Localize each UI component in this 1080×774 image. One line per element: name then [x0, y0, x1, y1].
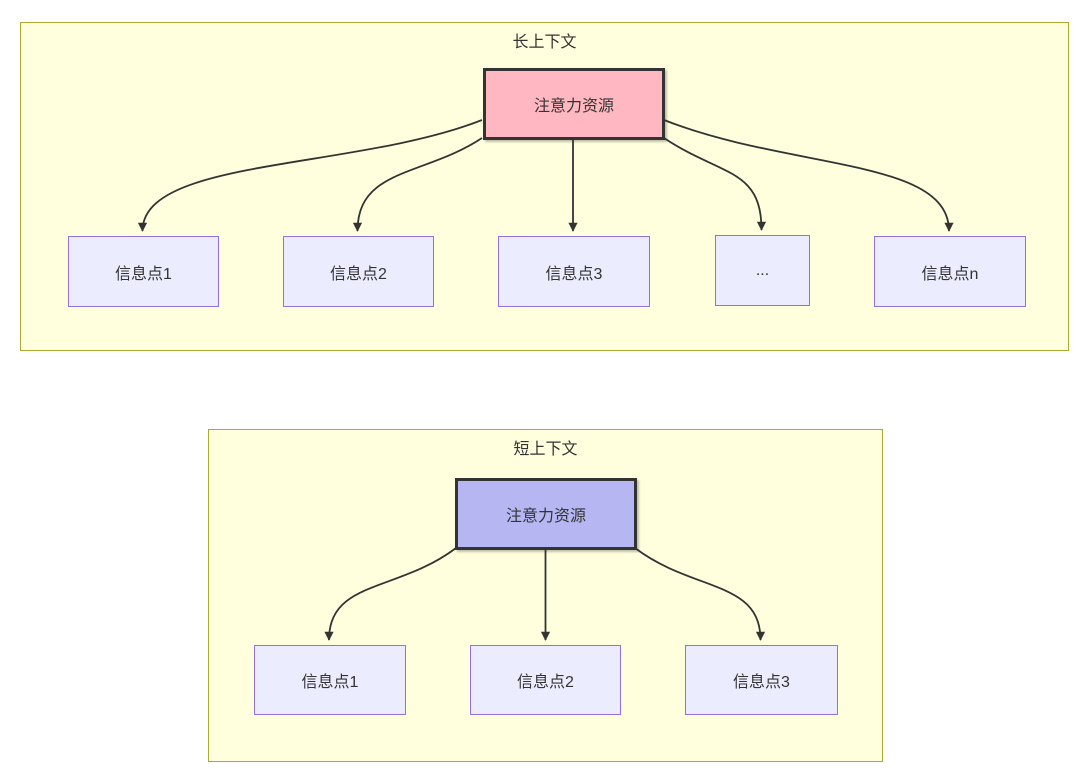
- long-context-title: 长上下文: [512, 34, 577, 51]
- long-attention-node: 注意力资源: [483, 68, 665, 140]
- short-info-node-1: 信息点1: [254, 645, 406, 715]
- long-context-cluster: 长上下文 注意力资源 信息点1 信息点2 信息点3 ... 信息点n: [20, 22, 1069, 351]
- short-attention-node: 注意力资源: [455, 478, 637, 550]
- short-context-cluster: 短上下文 注意力资源 信息点1 信息点2 信息点3: [208, 429, 883, 762]
- long-info-node-n: 信息点n: [874, 236, 1026, 307]
- long-info-node-2: 信息点2: [283, 236, 434, 307]
- short-info-node-2: 信息点2: [470, 645, 621, 715]
- short-info-node-3: 信息点3: [685, 645, 838, 715]
- long-info-node-dots: ...: [715, 235, 810, 306]
- short-context-title: 短上下文: [513, 441, 578, 458]
- long-info-node-1: 信息点1: [68, 236, 219, 307]
- long-info-node-3: 信息点3: [498, 236, 650, 307]
